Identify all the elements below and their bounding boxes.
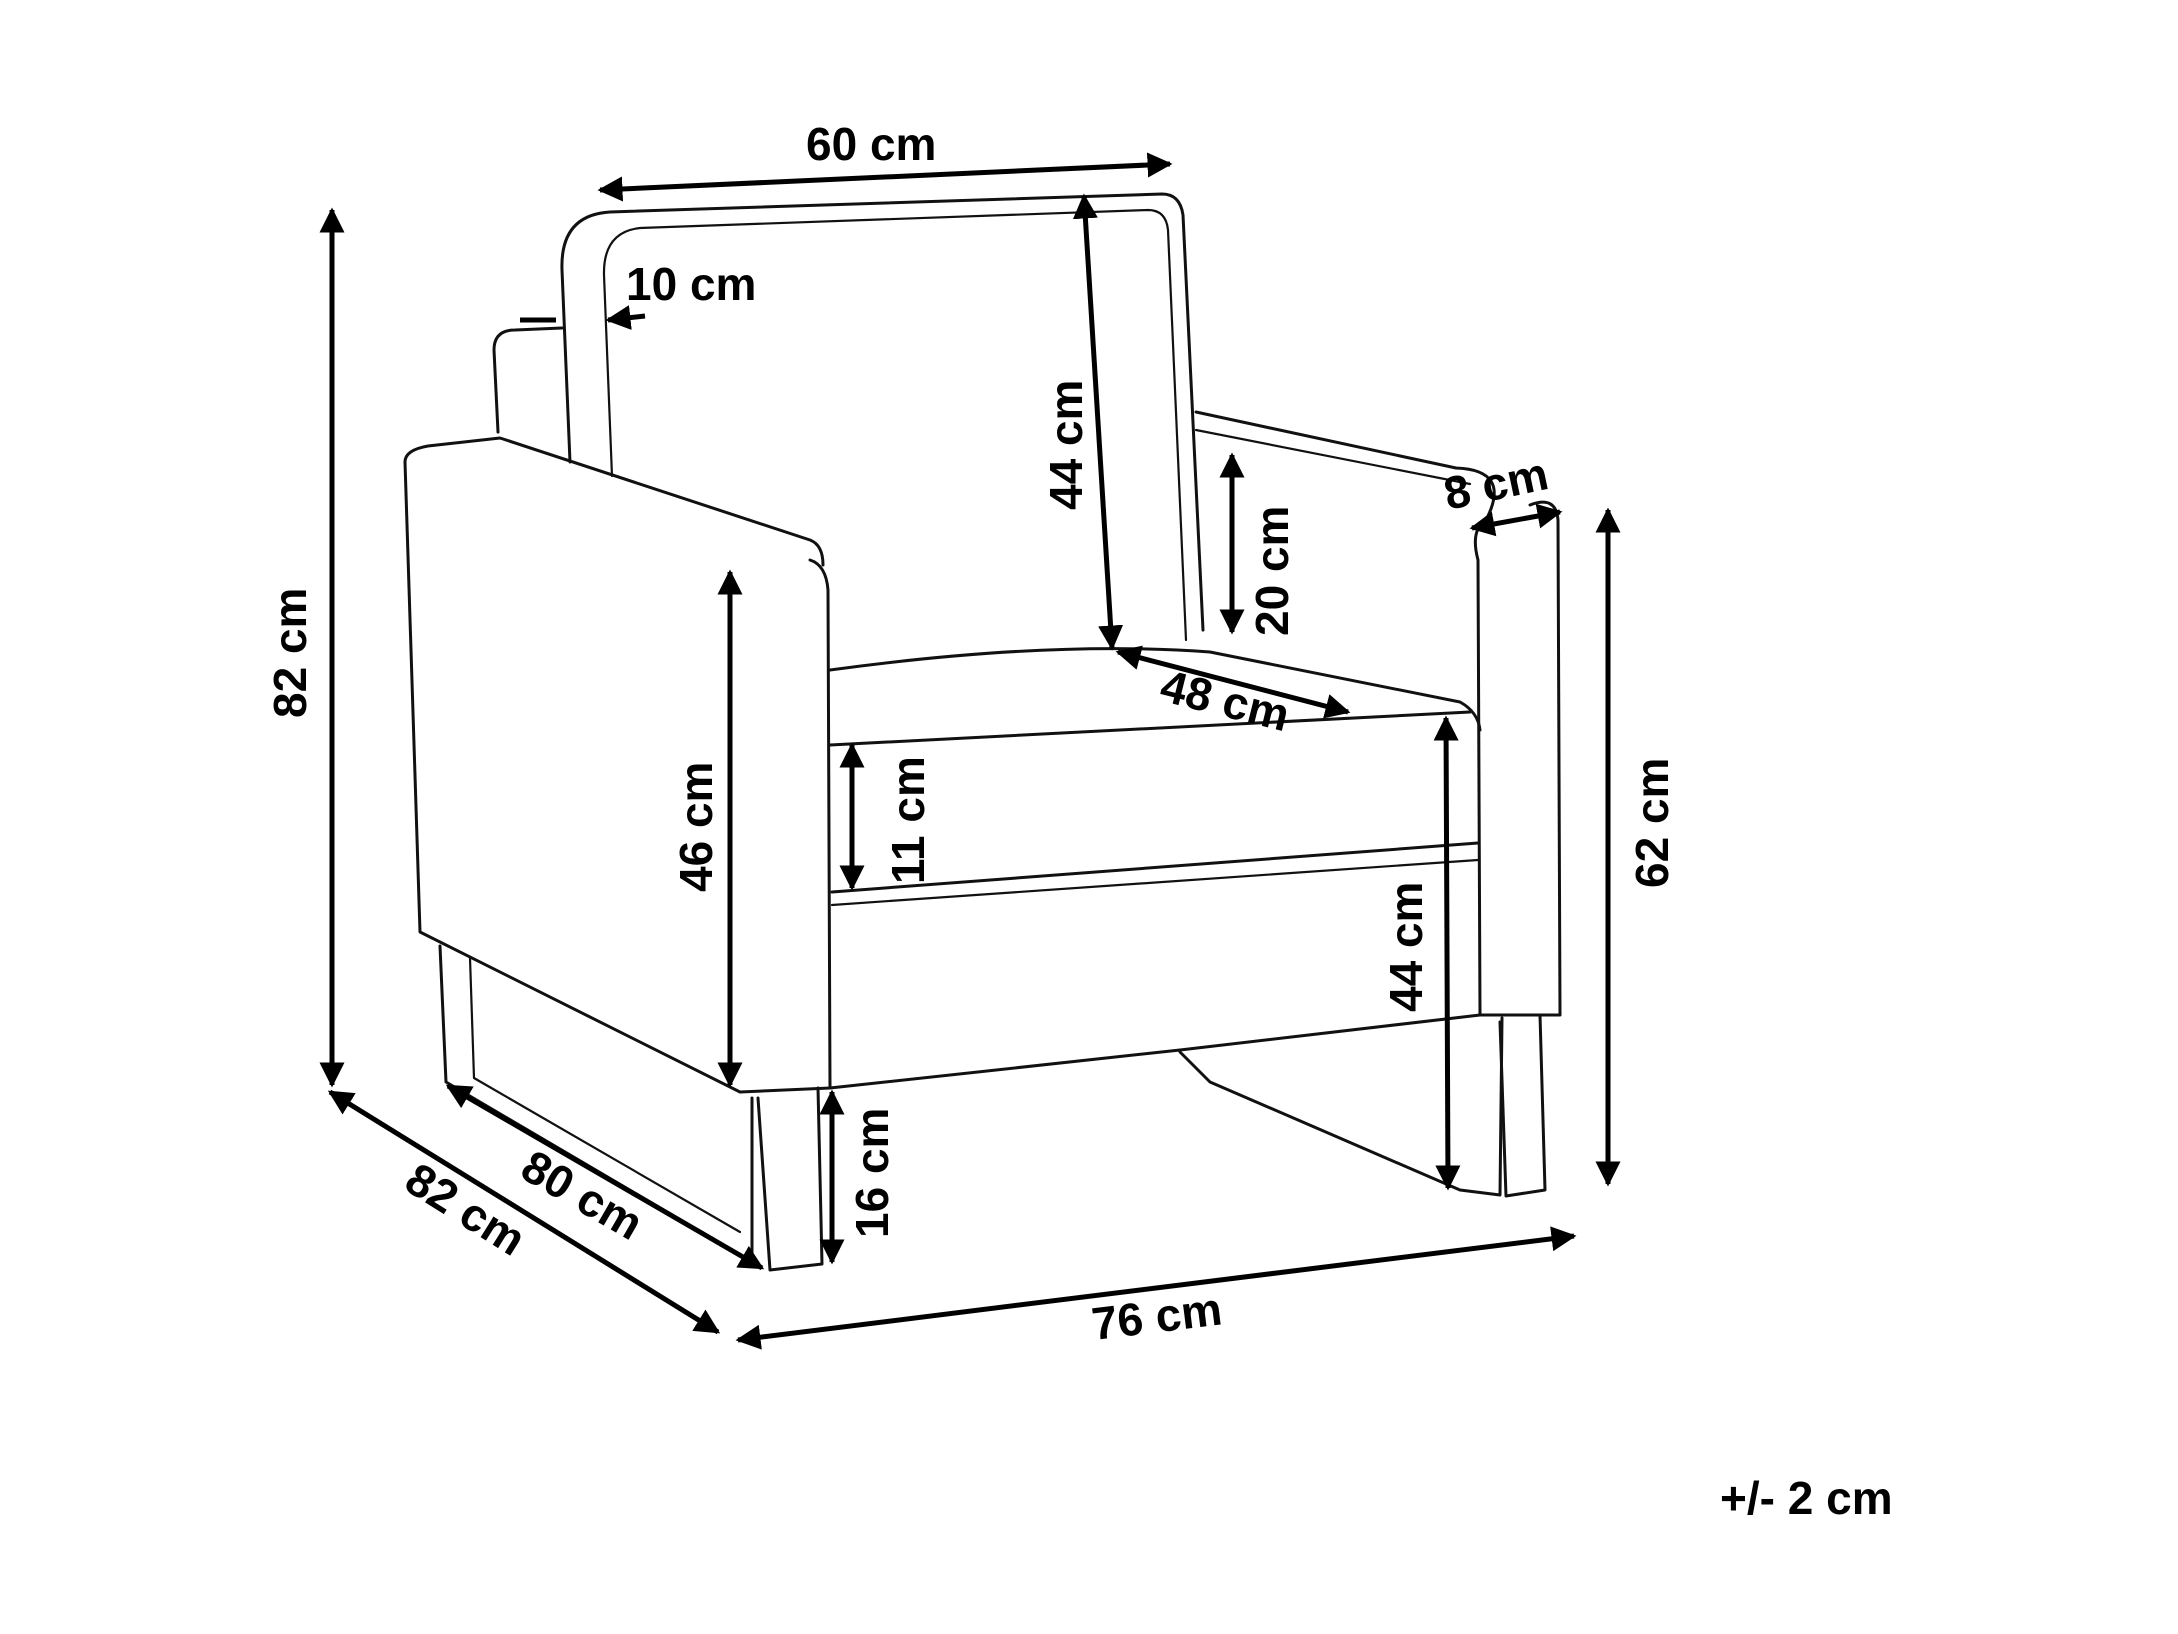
label-cushion-height: 11 cm	[882, 756, 934, 884]
base-top	[830, 858, 1480, 907]
dim-line-back-thickness-arrow	[605, 305, 646, 331]
label-back-thickness: 10 cm	[626, 258, 756, 310]
dim-line-back-width	[597, 152, 1173, 202]
tolerance-note: +/- 2 cm	[1720, 1472, 1893, 1524]
label-inner-depth: 80 cm	[513, 1140, 652, 1250]
dim-line-inner-depth	[445, 1083, 765, 1271]
label-depth: 82 cm	[397, 1152, 535, 1265]
cushion-bottom	[830, 841, 1480, 894]
left-arm-front	[403, 460, 832, 1094]
dim-line-width	[735, 1226, 1577, 1350]
label-leg-height: 16 cm	[846, 1108, 898, 1238]
left-arm-top	[403, 436, 825, 567]
left-arm-back	[492, 326, 564, 434]
label-arm-height: 62 cm	[1626, 758, 1678, 888]
dim-line-armrest-width	[1469, 503, 1563, 537]
label-back-width: 60 cm	[806, 118, 936, 170]
dimension-lines	[319, 152, 1621, 1350]
label-back-height: 44 cm	[1040, 380, 1092, 510]
dim-line-seat-depth	[1115, 645, 1351, 719]
backrest-outer	[560, 192, 1205, 632]
base-bottom	[828, 1013, 1482, 1090]
label-side-height: 46 cm	[670, 762, 722, 892]
front-leg	[756, 1086, 824, 1272]
dim-line-seat-height	[1433, 715, 1461, 1191]
dimension-labels: 60 cm 10 cm 44 cm 20 cm 8 cm 82 cm 46 cm…	[264, 118, 1893, 1524]
cushion-front	[828, 710, 1472, 747]
label-seat-depth: 48 cm	[1156, 659, 1295, 741]
right-arm-inner	[1194, 428, 1472, 486]
label-armrest-height: 20 cm	[1246, 506, 1298, 636]
backrest-inner	[602, 208, 1188, 642]
label-armrest-width: 8 cm	[1439, 447, 1552, 520]
label-total-height: 82 cm	[264, 588, 316, 718]
armchair-drawing	[403, 192, 1562, 1272]
right-back-leg	[1498, 1013, 1547, 1198]
dim-line-back-height	[1072, 193, 1124, 651]
label-seat-height: 44 cm	[1380, 882, 1432, 1012]
